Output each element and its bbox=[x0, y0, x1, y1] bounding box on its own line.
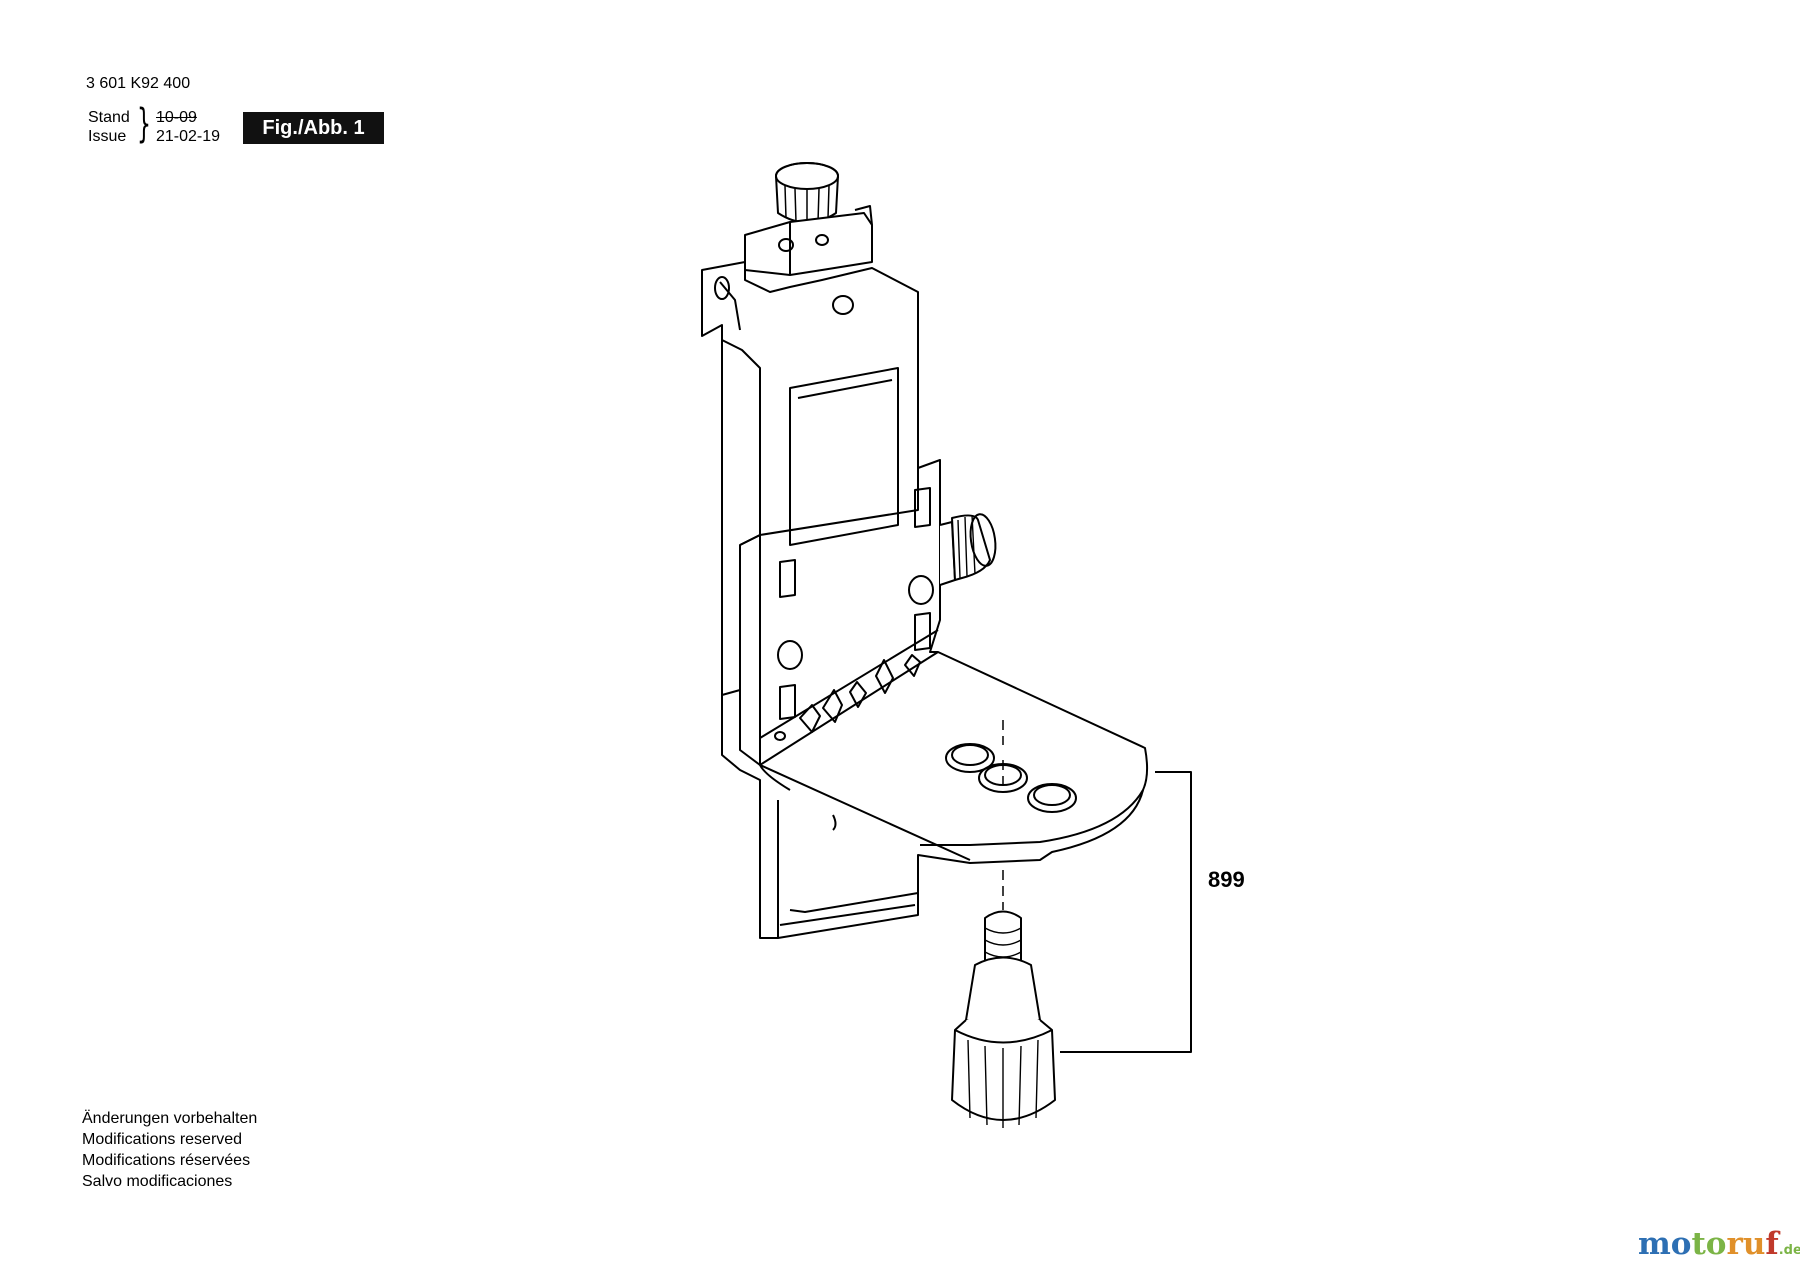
note-de: Änderungen vorbehalten bbox=[82, 1110, 258, 1127]
watermark-logo: motoruf.de bbox=[1638, 1226, 1800, 1262]
callout-label-899: 899 bbox=[1208, 867, 1245, 892]
note-es: Salvo modificaciones bbox=[82, 1173, 233, 1190]
top-clamp bbox=[744, 205, 873, 276]
stand-label: Stand bbox=[88, 109, 130, 126]
watermark-suffix: .de bbox=[1778, 1243, 1800, 1258]
issue-label: Issue bbox=[88, 128, 127, 145]
note-fr: Modifications réservées bbox=[82, 1152, 251, 1169]
adapter-screw bbox=[951, 910, 1056, 1128]
top-knob bbox=[775, 162, 839, 224]
stand-date: 10-09 bbox=[156, 109, 197, 126]
brace-symbol: } bbox=[137, 101, 151, 147]
modification-notes: Änderungen vorbehalten Modifications res… bbox=[82, 1108, 257, 1192]
note-en: Modifications reserved bbox=[82, 1131, 243, 1148]
issue-date: 21-02-19 bbox=[156, 128, 221, 145]
main-body bbox=[701, 261, 1149, 939]
figure-label: Fig./Abb. 1 bbox=[243, 112, 384, 144]
callout-bracket bbox=[1060, 771, 1192, 1053]
part-number: 3 601 K92 400 bbox=[86, 75, 191, 92]
side-knob bbox=[939, 513, 997, 586]
